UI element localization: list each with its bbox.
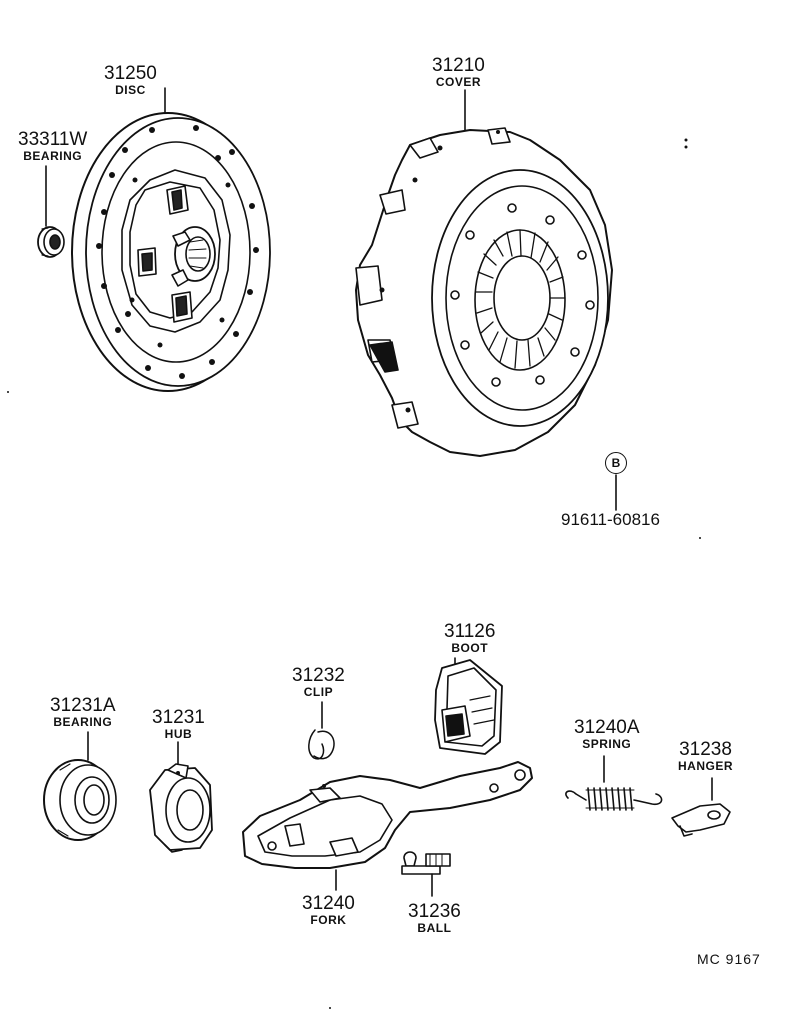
boot-drawing: [435, 658, 502, 754]
bolt-part-number: 91611-60816: [561, 510, 660, 529]
part-label-hanger: 31238 HANGER: [678, 740, 733, 772]
figure-reference: MC 9167: [697, 951, 761, 967]
part-name: BEARING: [23, 149, 83, 163]
part-number: 31126: [444, 621, 496, 642]
part-number: 31240: [302, 893, 355, 914]
part-label-boot: 31126 BOOT: [444, 622, 495, 654]
part-name: DISC: [115, 83, 146, 97]
part-name: BALL: [417, 921, 452, 935]
part-label-spring: 31240A SPRING: [574, 718, 640, 750]
pilot-bearing-drawing: [38, 166, 64, 257]
part-label-hub: 31231 HUB: [152, 708, 205, 740]
part-name: BOOT: [451, 641, 489, 655]
part-label-pilot-bearing: 33311W BEARING: [18, 130, 87, 162]
bolt-callout-badge: B: [605, 452, 627, 474]
part-name: SPRING: [582, 737, 632, 751]
part-label-ball: 31236 BALL: [408, 902, 461, 934]
clip-drawing: [309, 702, 334, 759]
part-name: CLIP: [303, 685, 334, 699]
clutch-disc-drawing: [72, 88, 270, 391]
part-label-release-bearing: 31231A BEARING: [50, 696, 116, 728]
release-fork-drawing: [243, 762, 532, 890]
scan-specks: [7, 138, 701, 1009]
part-number: 31238: [679, 739, 732, 760]
part-number: 31231A: [50, 695, 116, 716]
part-label-cover: 31210 COVER: [432, 56, 485, 88]
part-number: 31231: [152, 707, 205, 728]
part-label-fork: 31240 FORK: [302, 894, 355, 926]
part-number: 31210: [432, 55, 485, 76]
part-name: HANGER: [678, 759, 734, 773]
release-bearing-drawing: [44, 732, 116, 840]
part-number: 31240A: [574, 717, 640, 738]
release-hub-drawing: [150, 742, 212, 852]
part-number: 31232: [292, 665, 345, 686]
part-name: COVER: [435, 75, 482, 89]
return-spring-drawing: [566, 756, 662, 810]
part-number: 31236: [408, 901, 461, 922]
part-name: HUB: [164, 727, 193, 741]
ball-stud-drawing: [402, 852, 450, 896]
part-name: BEARING: [53, 715, 113, 729]
part-label-clip: 31232 CLIP: [292, 666, 345, 698]
clutch-cover-drawing: [356, 90, 612, 456]
hanger-drawing: [672, 778, 730, 836]
part-number: 31250: [104, 63, 157, 84]
part-number: 33311W: [18, 129, 88, 150]
part-label-disc: 31250 DISC: [104, 64, 157, 96]
part-name: FORK: [310, 913, 347, 927]
